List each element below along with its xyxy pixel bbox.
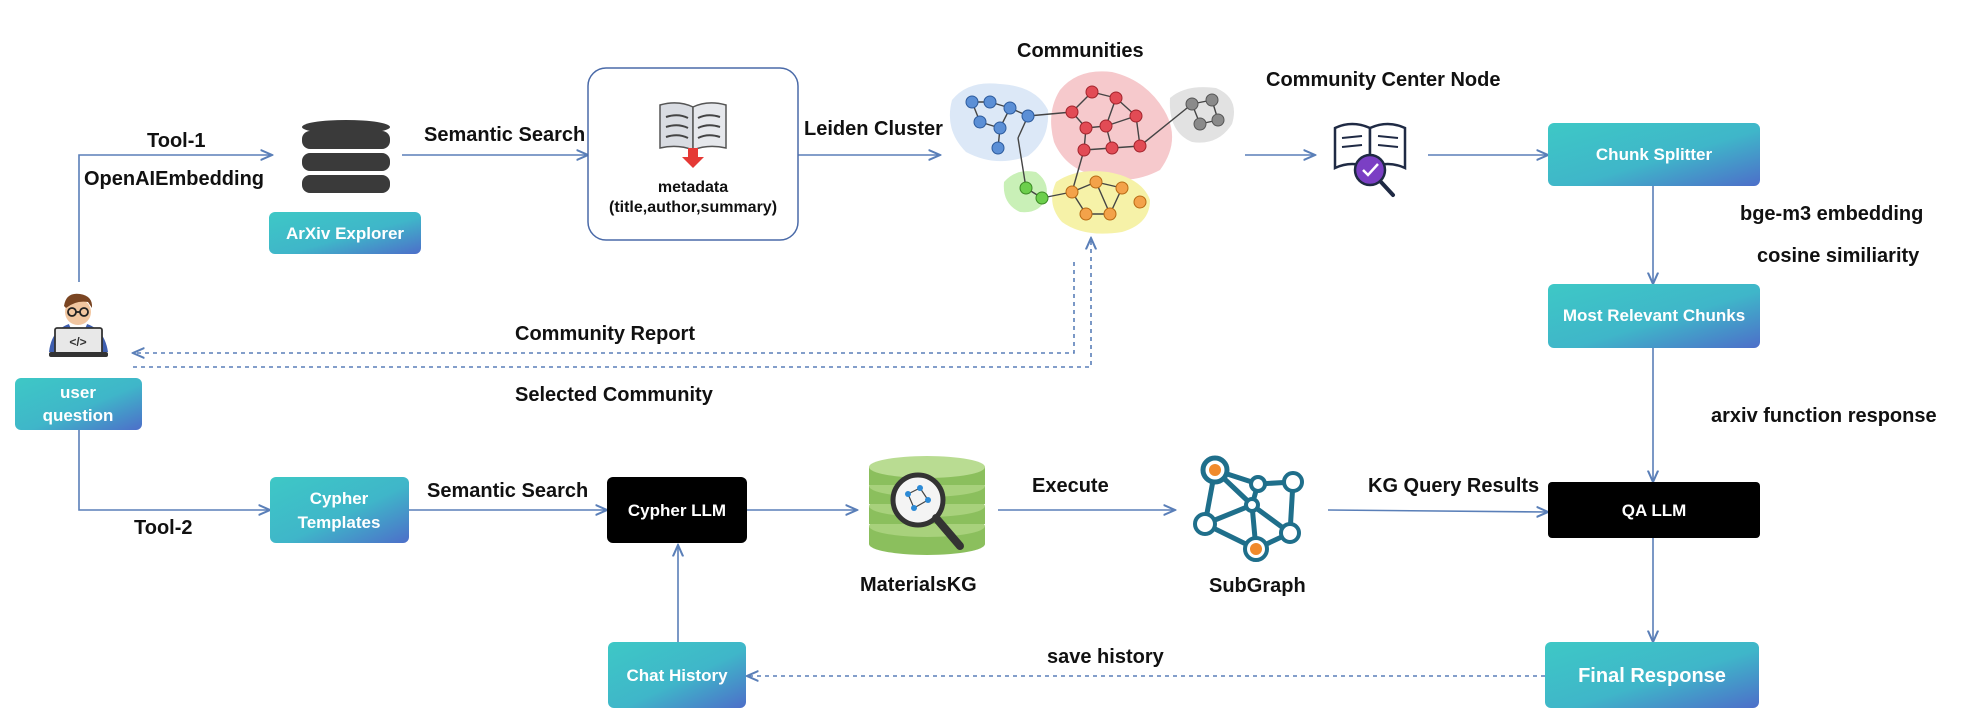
label-semantic-search-bottom: Semantic Search — [427, 480, 588, 502]
chat-history-box[interactable]: Chat History — [608, 642, 746, 708]
user-question-label-2: question — [43, 406, 114, 425]
chunk-splitter-box[interactable]: Chunk Splitter — [1548, 123, 1760, 186]
arrow-selected-community — [133, 238, 1091, 368]
subgraph-icon — [1193, 455, 1304, 562]
label-semantic-search-top: Semantic Search — [424, 124, 585, 146]
label-save-history: save history — [1047, 646, 1165, 668]
document-search-icon — [1333, 122, 1407, 197]
qa-llm-label: QA LLM — [1622, 501, 1687, 520]
label-leiden-cluster: Leiden Cluster — [804, 118, 943, 140]
kg-database-search-icon — [869, 456, 985, 555]
label-openai-embedding: OpenAIEmbedding — [84, 168, 264, 190]
most-relevant-chunks-label: Most Relevant Chunks — [1563, 306, 1745, 325]
user-question-box[interactable]: user question — [15, 378, 142, 430]
arrow-user-to-db — [78, 155, 272, 282]
dashed-connectors — [133, 238, 1545, 676]
cypher-templates-label-2: Templates — [298, 513, 381, 532]
metadata-fields-label: (title,author,summary) — [609, 199, 777, 216]
cypher-templates-box[interactable]: Cypher Templates — [270, 477, 409, 543]
arrow-community-report — [133, 262, 1075, 353]
arrow-subgraph-to-qa — [1327, 510, 1548, 512]
qa-llm-box[interactable]: QA LLM — [1548, 482, 1760, 538]
label-kg-query-results: KG Query Results — [1368, 475, 1539, 497]
label-communities: Communities — [1017, 40, 1144, 62]
label-arxiv-function-response: arxiv function response — [1711, 405, 1937, 427]
label-cosine-similarity: cosine similiarity — [1757, 245, 1920, 267]
label-bge-embedding: bge-m3 embedding — [1740, 203, 1923, 225]
arrow-user-to-templates — [78, 430, 270, 510]
label-selected-community: Selected Community — [515, 384, 714, 406]
arxiv-explorer-box[interactable]: ArXiv Explorer — [269, 212, 421, 254]
label-tool1: Tool-1 — [147, 130, 206, 152]
cypher-templates-label-1: Cypher — [310, 489, 369, 508]
user-laptop-icon: </> — [49, 293, 108, 357]
label-community-center-node: Community Center Node — [1266, 69, 1500, 91]
most-relevant-chunks-box[interactable]: Most Relevant Chunks — [1548, 284, 1760, 348]
arxiv-explorer-label: ArXiv Explorer — [286, 224, 404, 243]
final-response-box[interactable]: Final Response — [1545, 642, 1759, 708]
svg-text:</>: </> — [69, 335, 86, 349]
database-icon — [302, 120, 390, 193]
metadata-label: metadata — [658, 179, 728, 196]
label-subgraph: SubGraph — [1209, 575, 1306, 597]
cypher-llm-box[interactable]: Cypher LLM — [607, 477, 747, 543]
chunk-splitter-label: Chunk Splitter — [1596, 145, 1713, 164]
chat-history-label: Chat History — [626, 666, 728, 685]
final-response-label: Final Response — [1578, 665, 1726, 687]
label-tool2: Tool-2 — [134, 517, 193, 539]
book-icon — [659, 102, 727, 168]
edge-labels: Tool-1 OpenAIEmbedding Semantic Search L… — [84, 40, 1937, 668]
label-execute: Execute — [1032, 475, 1109, 497]
connectors — [78, 155, 1653, 642]
community-graph-icon — [949, 71, 1234, 234]
metadata-box[interactable]: metadata (title,author,summary) — [587, 67, 799, 241]
label-community-report: Community Report — [515, 323, 695, 345]
label-materials-kg: MaterialsKG — [860, 574, 977, 596]
user-question-label-1: user — [60, 383, 96, 402]
cypher-llm-label: Cypher LLM — [628, 501, 726, 520]
